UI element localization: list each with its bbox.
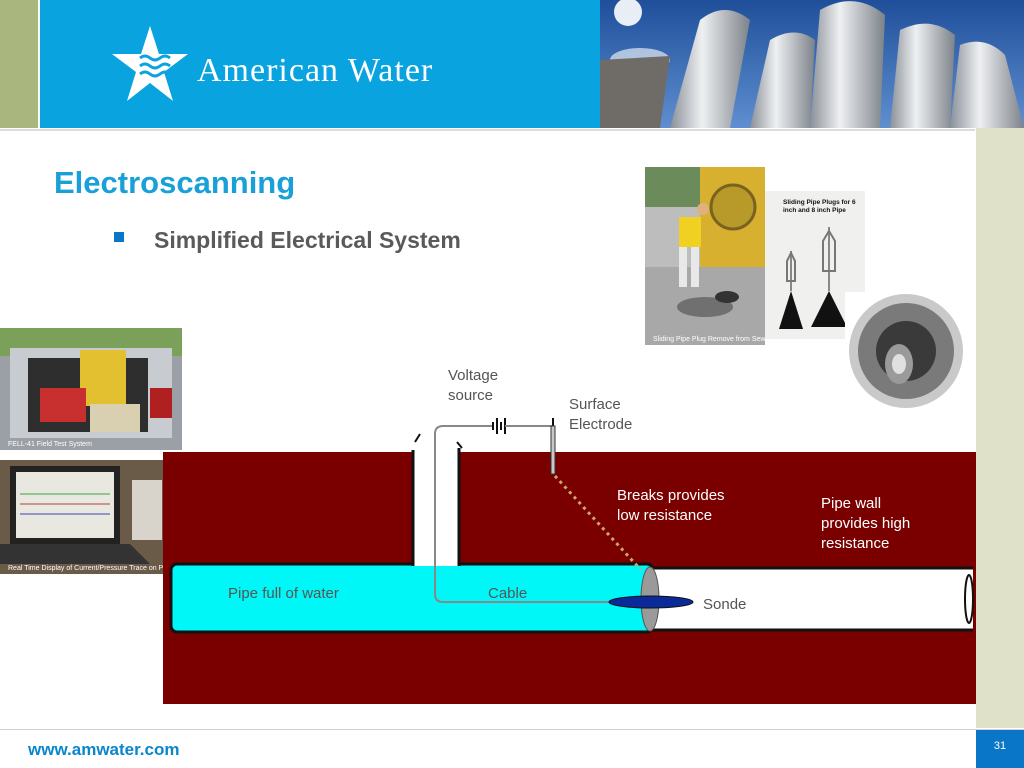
van-photo-caption: FELL-41 Field Test System: [8, 441, 92, 448]
worker-photo: Sliding Pipe Plug Remove from Sewer: [645, 167, 765, 345]
sonde: [608, 595, 694, 609]
pipe-water-label: Pipe full of water: [228, 585, 339, 602]
current-path: [553, 474, 643, 572]
surface-electrode-label: Surface Electrode: [569, 396, 633, 433]
star-logo-icon: [112, 26, 188, 101]
cable-label: Cable: [488, 585, 528, 602]
empty-pipe-section: [651, 568, 973, 630]
voltage-source-label: Voltage source: [448, 367, 499, 404]
cable-wire: [434, 425, 653, 603]
water-tanks-photo: [600, 0, 1024, 128]
brand-name: American Water: [197, 52, 434, 89]
breaks-label: Breaks provides low resistance: [617, 487, 725, 524]
pipe-interior-photo: [845, 292, 967, 410]
footer-divider: [0, 729, 1024, 730]
diagram-canvas: [163, 418, 976, 704]
laptop-display-photo: Real Time Display of Current/Pressure Tr…: [0, 460, 168, 574]
worker-photo-caption: Sliding Pipe Plug Remove from Sewer: [653, 336, 765, 343]
header-left-band: [0, 0, 38, 128]
van-test-system-photo: FELL-41 Field Test System: [0, 328, 182, 450]
footer-url[interactable]: www.amwater.com: [28, 740, 180, 759]
sonde-label: Sonde: [703, 596, 747, 613]
surface-electrode: [550, 425, 556, 475]
bullet-text: Simplified Electrical System: [154, 227, 461, 253]
pipe-wall-label: Pipe wall provides high resistance: [821, 495, 911, 552]
right-sidebar: [976, 128, 1024, 728]
page-number-box: [976, 730, 1024, 768]
laptop-photo-caption: Real Time Display of Current/Pressure Tr…: [8, 565, 168, 572]
bullet-square-icon: [114, 232, 124, 242]
electrical-system-diagram: Voltage source Surface Electrode Breaks …: [163, 330, 976, 704]
plugs-photo-caption: Sliding Pipe Plugs for 6 inch and 8 inch…: [783, 199, 856, 214]
page-number: 31: [993, 740, 1007, 752]
slide-title: Electroscanning: [54, 165, 296, 200]
divider: [0, 129, 975, 131]
